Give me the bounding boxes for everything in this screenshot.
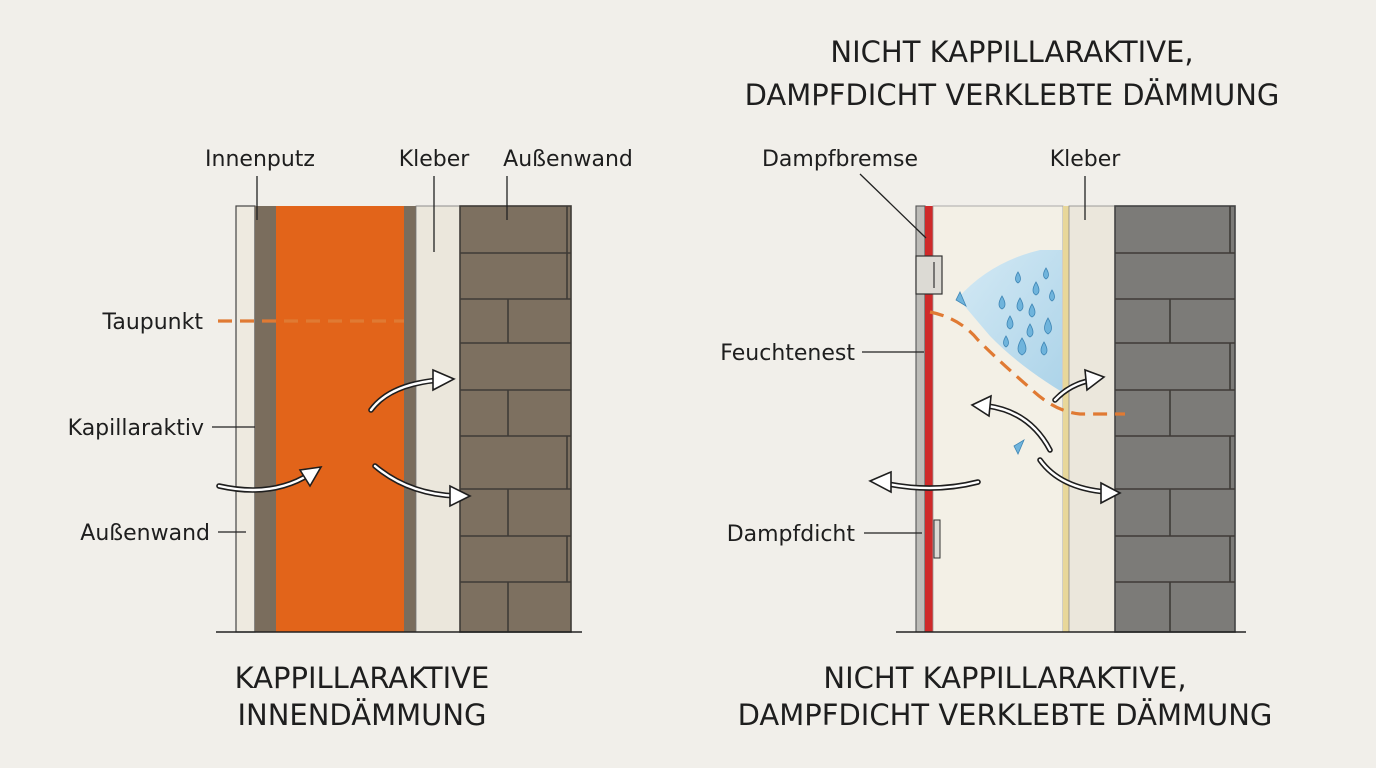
label-dampfdicht: Dampfdicht <box>727 522 856 547</box>
right-arrow-to-masonry-lower <box>1037 457 1122 505</box>
label-innenputz: Innenputz <box>205 147 315 172</box>
droplet-icon <box>1016 297 1024 312</box>
droplet-icon <box>1013 439 1025 455</box>
droplet-icon <box>1006 315 1014 330</box>
right-arrow-inward <box>868 470 981 494</box>
droplet-icon <box>1017 337 1027 356</box>
right-masonry <box>1114 205 1236 633</box>
right-wall-section: NICHT KAPPILLARAKTIVE, DAMPFDICHT VERKLE… <box>720 35 1279 732</box>
droplet-icon <box>1032 281 1040 296</box>
left-kleber-layer <box>415 205 461 633</box>
left-insulation-layer <box>276 206 404 632</box>
right-title-line2: DAMPFDICHT VERKLEBTE DÄMMUNG <box>745 78 1280 112</box>
left-kapillaraktiv-layer <box>255 206 276 632</box>
left-masonry <box>459 205 572 633</box>
droplet-icon <box>998 295 1006 310</box>
right-kleber-layer <box>1068 205 1116 633</box>
right-title-line1: NICHT KAPPILLARAKTIVE, <box>830 35 1193 69</box>
barrier-clip-lower <box>933 519 941 559</box>
left-innenputz-layer <box>235 205 256 633</box>
left-arrow-to-masonry-upper <box>368 368 456 413</box>
label-left-kleber: Kleber <box>399 147 471 172</box>
label-right-kleber: Kleber <box>1050 147 1122 172</box>
left-caption-line1: KAPPILLARAKTIVE <box>235 661 490 695</box>
left-wall-section: Innenputz Kleber Außenwand Taupunkt Kapi… <box>68 147 633 732</box>
label-taupunkt: Taupunkt <box>102 310 204 335</box>
droplet-icon <box>1026 323 1034 338</box>
droplet-icon <box>1049 289 1055 302</box>
label-feuchtenest: Feuchtenest <box>720 341 855 366</box>
left-dark-strip <box>404 206 416 632</box>
droplet-icon <box>1028 303 1036 318</box>
right-brick-joints <box>1115 206 1235 632</box>
label-left-aussenwand-top: Außenwand <box>503 147 633 172</box>
label-kapillaraktiv: Kapillaraktiv <box>68 416 204 441</box>
label-left-aussenwand-side: Außenwand <box>80 521 210 546</box>
right-caption-line1: NICHT KAPPILLARAKTIVE, <box>823 661 1186 695</box>
droplet-icon <box>1043 267 1049 280</box>
droplet-icon <box>955 291 967 307</box>
droplet-icon <box>1003 335 1009 348</box>
right-dew-point-line <box>929 310 1125 416</box>
left-arrow-into-insulation <box>216 465 323 493</box>
barrier-clip-upper <box>915 255 943 295</box>
droplet-icon <box>1040 341 1048 356</box>
left-arrow-to-masonry-lower <box>372 463 472 508</box>
leader-dampfbremse <box>859 173 927 239</box>
right-arrow-upward-left <box>970 394 1053 453</box>
right-arrow-to-masonry-upper <box>1052 368 1106 403</box>
droplet-icon <box>1044 317 1052 335</box>
right-vapor-barrier-layer <box>925 206 933 632</box>
droplet-icon <box>1015 271 1021 284</box>
left-caption-line2: INNENDÄMMUNG <box>237 698 486 732</box>
label-dampfbremse: Dampfbremse <box>762 147 918 172</box>
right-caption-line2: DAMPFDICHT VERKLEBTE DÄMMUNG <box>738 698 1273 732</box>
moisture-droplets <box>955 267 1055 455</box>
left-brick-joints <box>460 206 571 632</box>
right-kleber-line <box>1063 206 1069 632</box>
